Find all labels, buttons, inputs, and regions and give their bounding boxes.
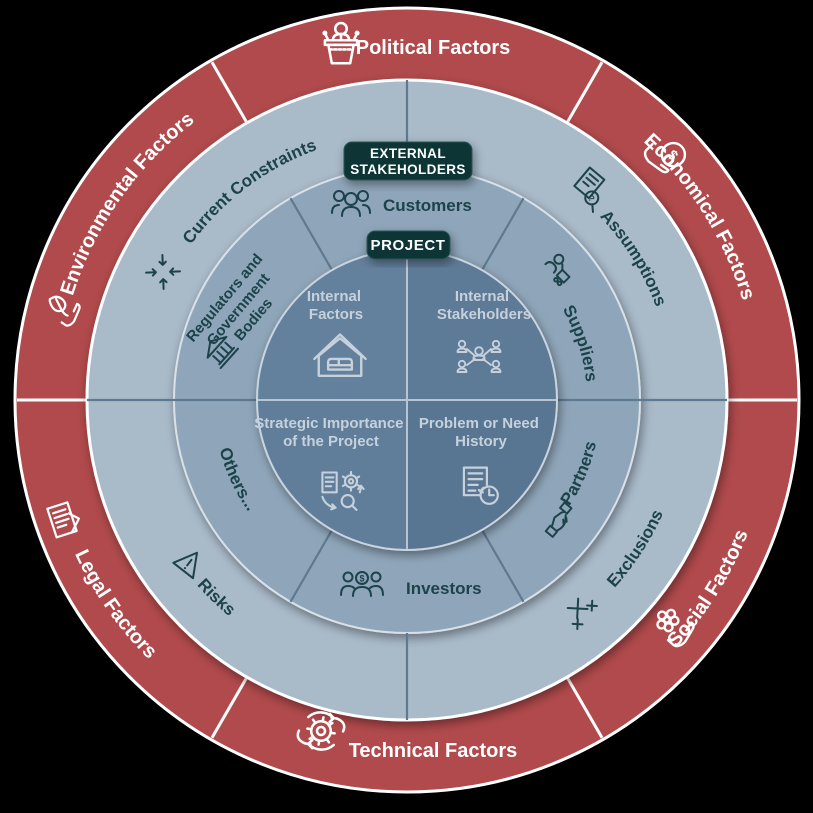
x-marks-icon	[566, 597, 598, 631]
segment-divider	[210, 61, 250, 126]
question-glyph: ?	[586, 193, 597, 204]
external-stakeholders-badge: EXTERNAL STAKEHOLDERS	[343, 141, 473, 181]
org-chart-icon	[456, 339, 502, 373]
segment-divider	[564, 674, 604, 739]
segment-divider	[289, 529, 333, 603]
segment-divider	[564, 61, 604, 126]
political-factors-label: Political Factors	[356, 37, 511, 59]
strategy-cycle-icon	[321, 470, 365, 511]
project-badge: PROJECT	[366, 230, 451, 260]
podium-icon	[322, 21, 360, 65]
quadrant-problem-history	[407, 400, 557, 550]
badge-line1: EXTERNAL	[370, 146, 446, 161]
dollar-glyph: $	[359, 574, 364, 584]
people-dollar-icon: $	[340, 571, 384, 597]
quadrant-strategic-importance	[257, 400, 407, 550]
internal-factors-label: Internal Factors	[307, 288, 365, 323]
badge-label: PROJECT	[370, 237, 445, 254]
hand-leaf-icon	[48, 295, 81, 327]
quadrant-internal-factors	[257, 250, 407, 400]
house-sofa-icon	[313, 333, 367, 377]
segment-divider	[481, 529, 525, 603]
customers-label: Customers	[383, 196, 472, 215]
document-gavel-icon	[46, 501, 81, 539]
strategic-importance-label: Strategic Importance of the Project	[254, 415, 407, 450]
segment-divider	[481, 197, 525, 271]
document-clock-icon	[462, 466, 499, 505]
warning-triangle-icon	[172, 551, 199, 580]
badge-line2: STAKEHOLDERS	[350, 162, 466, 177]
outer-ring-dividers	[17, 61, 797, 739]
handshake-icon	[544, 501, 573, 538]
technical-factors-label: Technical Factors	[349, 740, 518, 762]
badge-background	[343, 141, 473, 181]
document-magnifier-icon: ?	[573, 166, 606, 214]
segment-divider	[289, 197, 333, 271]
person-cart-icon	[544, 253, 571, 287]
hand-flower-icon	[656, 608, 695, 648]
people-group-icon	[331, 190, 371, 217]
gear-hands-icon	[296, 711, 346, 751]
investors-label: Investors	[406, 579, 482, 598]
converging-arrows-icon	[145, 254, 181, 290]
problem-history-label: Problem or Need History	[419, 415, 543, 450]
segment-divider	[210, 674, 250, 739]
badge-background	[366, 230, 451, 260]
project-core-circle	[256, 249, 558, 551]
government-building-icon	[206, 335, 239, 370]
internal-stakeholders-label: Internal Stakeholders	[437, 288, 531, 323]
